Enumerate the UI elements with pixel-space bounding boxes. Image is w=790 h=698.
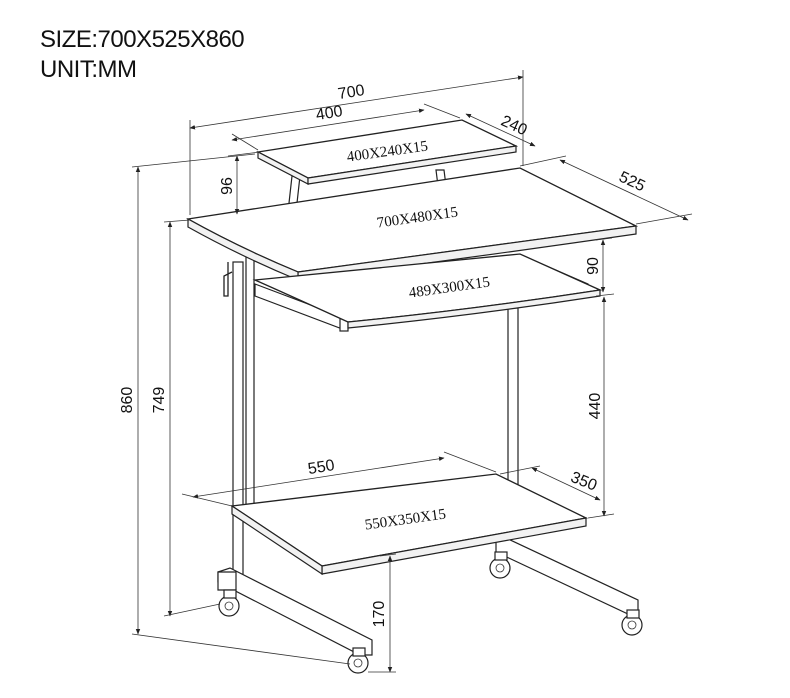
- dim-depth: 525: [616, 169, 647, 196]
- dim-desk-height: 749: [151, 387, 168, 414]
- dim-shelf-width: 400: [315, 103, 344, 124]
- top-shelf: [255, 119, 519, 185]
- dim-bottom-depth: 350: [568, 469, 599, 495]
- dim-keyboard-gap: 90: [585, 257, 602, 275]
- dim-bottom-width: 550: [307, 457, 336, 478]
- dim-keyboard-to-bottom: 440: [587, 393, 604, 420]
- dim-bottom-clearance: 170: [371, 601, 388, 628]
- keyboard-tray: [252, 253, 603, 329]
- unit-spec: UNIT:MM: [40, 56, 137, 83]
- dim-shelf-height: 96: [219, 177, 236, 195]
- dim-total-width: 700: [337, 82, 366, 103]
- dimension-lines: [131, 70, 693, 673]
- size-spec: SIZE:700X525X860: [40, 26, 245, 53]
- desktop-board: [186, 167, 639, 281]
- caster-wheels: [218, 551, 643, 674]
- dim-shelf-depth: 240: [498, 113, 529, 140]
- dim-total-height: 860: [119, 387, 136, 414]
